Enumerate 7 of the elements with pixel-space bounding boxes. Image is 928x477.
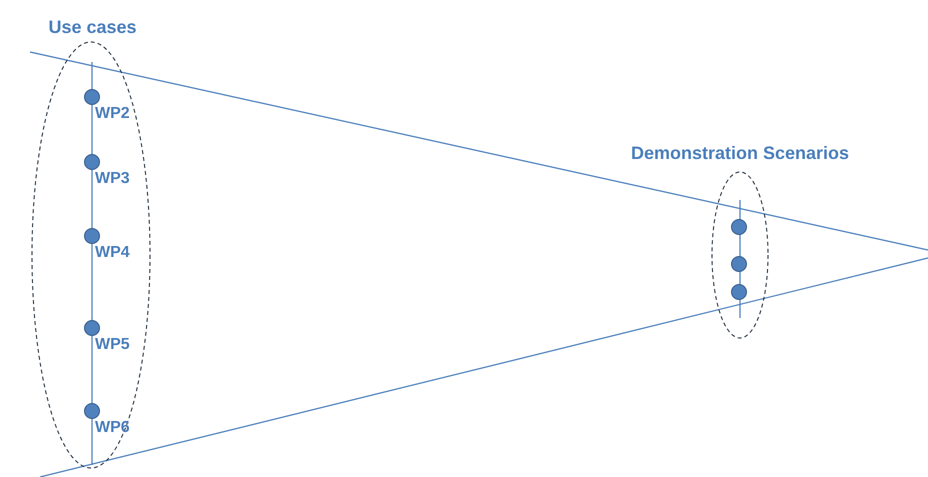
work-package-label: WP2: [95, 105, 130, 123]
group-heading: Demonstration Scenarios: [630, 142, 850, 164]
work-package-label: WP4: [95, 244, 130, 262]
group-heading: Use cases: [47, 16, 138, 38]
work-package-label: WP6: [95, 419, 130, 437]
work-package-label: WP5: [95, 336, 130, 354]
work-package-label: WP3: [95, 170, 130, 188]
